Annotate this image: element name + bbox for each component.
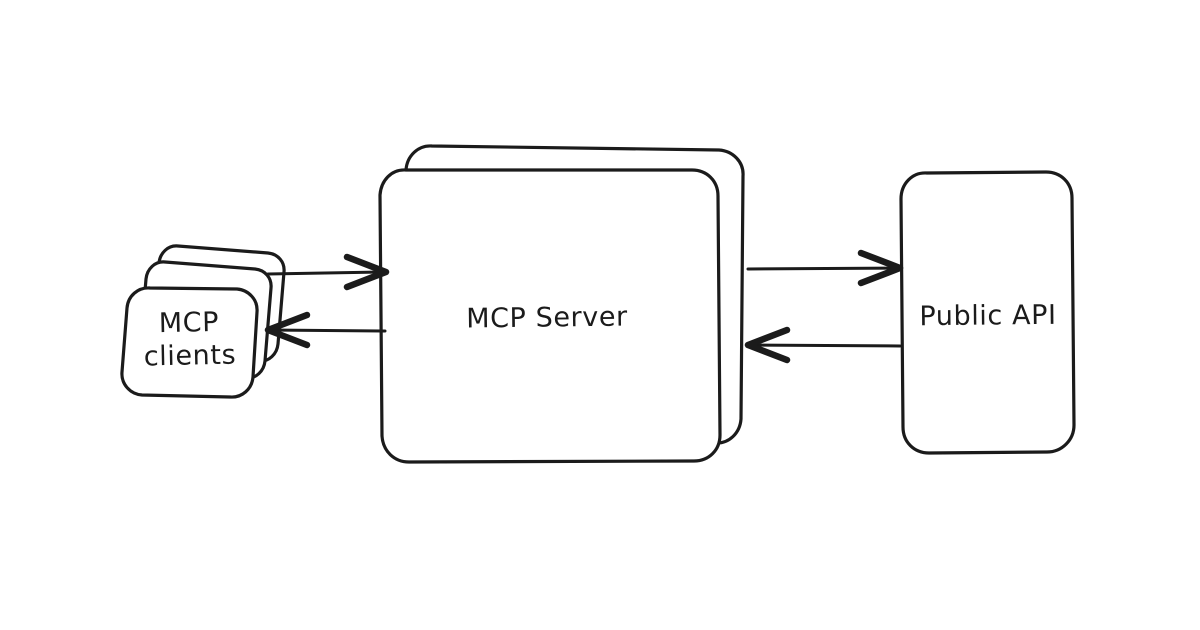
public-api-label: Public API: [919, 300, 1057, 332]
edge-server-to-api[interactable]: [746, 249, 904, 287]
public-api-box: [899, 170, 1076, 455]
edge-server-to-api-arrowhead: [857, 249, 904, 287]
mcp-server-stack-card-1: [378, 168, 722, 464]
mcp-server-label: MCP Server: [466, 302, 628, 335]
edge-clients-to-server-line: [266, 270, 387, 276]
edge-clients-to-server[interactable]: [266, 253, 390, 291]
edge-server-to-clients-arrowhead: [264, 311, 311, 349]
mcp-clients-label-line-1: MCP: [159, 307, 220, 339]
mcp-clients-stack-card-1: [120, 286, 259, 399]
edge-clients-to-server-arrowhead: [343, 253, 390, 291]
edge-api-to-server-arrowhead: [744, 326, 791, 364]
mcp-clients-label-line-2: clients: [143, 340, 236, 373]
edge-server-to-clients[interactable]: [264, 311, 387, 349]
node-mcp-server[interactable]: MCP Server: [378, 144, 745, 464]
edge-api-to-server[interactable]: [744, 326, 902, 364]
edge-server-to-clients-line: [266, 328, 387, 333]
edge-server-to-api-line: [746, 266, 902, 271]
edge-api-to-server-line: [746, 343, 902, 348]
node-public-api[interactable]: Public API: [899, 170, 1076, 455]
node-mcp-clients[interactable]: MCP clients: [120, 244, 286, 399]
